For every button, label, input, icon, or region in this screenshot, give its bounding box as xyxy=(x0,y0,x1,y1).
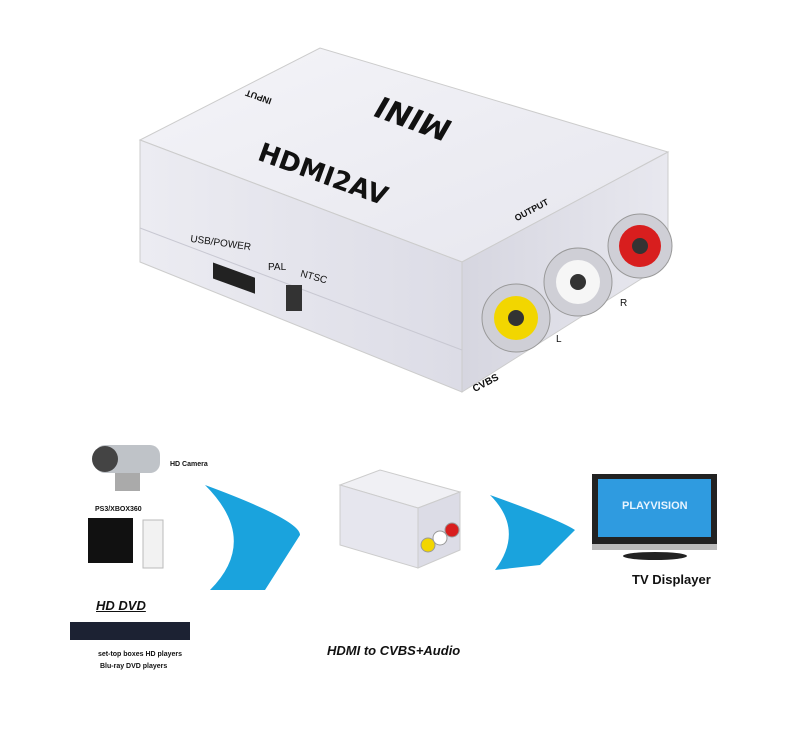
arrow-icon xyxy=(205,485,300,590)
rca-yellow xyxy=(481,283,551,353)
source-label: Blu-ray DVD players xyxy=(100,663,168,670)
source-label: PS3/XBOX360 xyxy=(95,506,142,513)
pal-label: PAL xyxy=(268,262,287,273)
arrow-icon xyxy=(490,495,575,570)
tv-label: TV Displayer xyxy=(632,572,711,587)
rca-white xyxy=(543,247,613,317)
tv-image xyxy=(592,474,717,560)
dvd-player-image xyxy=(70,622,190,640)
hd-camera-image xyxy=(92,445,160,491)
diagram-caption: HDMI to CVBS+Audio xyxy=(327,643,461,658)
usb-port xyxy=(213,262,255,294)
left-channel-label: L xyxy=(556,334,562,345)
rca-red xyxy=(607,213,673,279)
right-channel-label: R xyxy=(620,298,628,309)
pal-ntsc-switch xyxy=(286,285,302,311)
source-label: set-top boxes HD players xyxy=(98,651,183,658)
converter-box xyxy=(138,47,673,393)
tv-screen-text: PLAYVISION xyxy=(622,500,688,512)
source-label: HD DVD xyxy=(96,598,146,613)
source-label: HD Camera xyxy=(170,461,208,468)
converter-thumbnail xyxy=(338,469,462,569)
game-console-image xyxy=(88,518,164,569)
